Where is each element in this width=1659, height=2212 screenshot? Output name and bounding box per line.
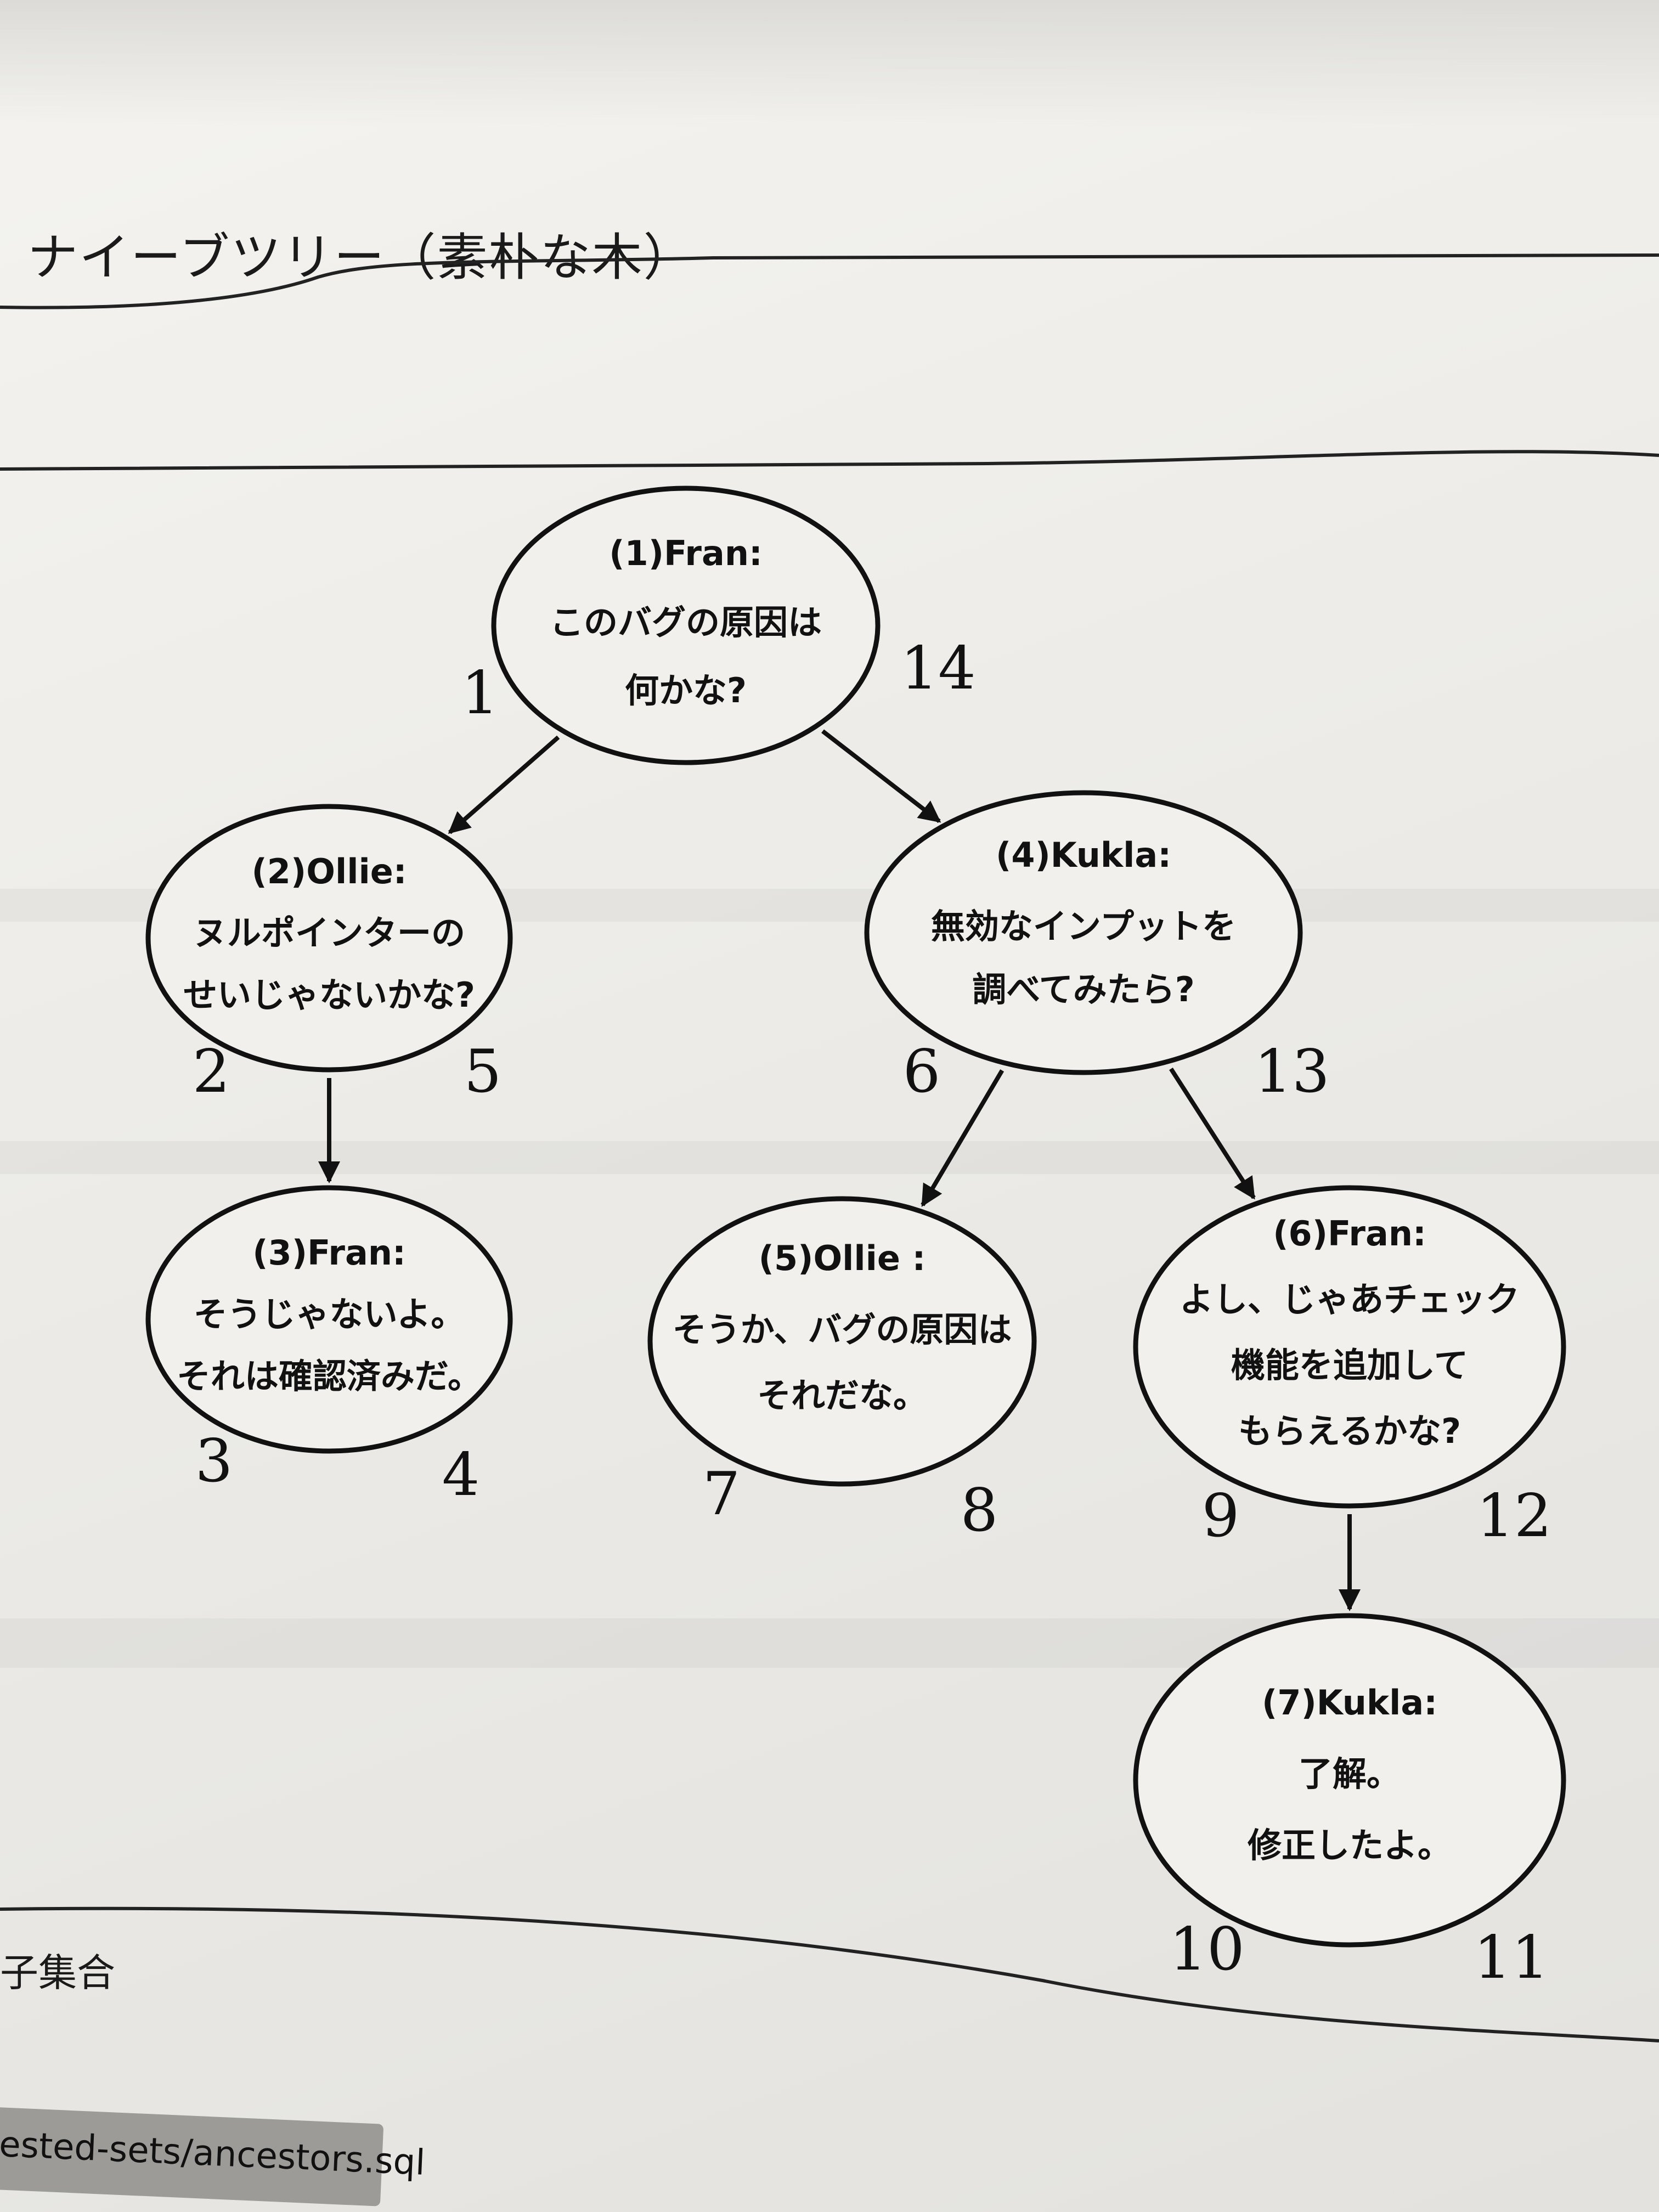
node-speaker: (2)Ollie: bbox=[251, 851, 407, 891]
right-value-label: 5 bbox=[464, 1037, 502, 1106]
edge-arrow-1-2 bbox=[448, 735, 560, 834]
node-message-line: よし、じゃあチェック bbox=[1180, 1279, 1520, 1319]
right-value-label: 12 bbox=[1476, 1482, 1551, 1550]
node-speaker: (5)Ollie : bbox=[759, 1238, 926, 1278]
right-value-label: 14 bbox=[900, 634, 975, 703]
node-speaker: (1)Fran: bbox=[609, 533, 763, 573]
node-message-line: せいじゃないかな? bbox=[183, 975, 475, 1015]
edge-arrow-4-6 bbox=[1169, 1068, 1256, 1200]
node-message-line: そうか、バグの原因は bbox=[673, 1310, 1012, 1350]
node-message-line: 調べてみたら? bbox=[972, 969, 1195, 1009]
node-speaker: (4)Kukla: bbox=[996, 835, 1171, 875]
node-message-line: このバグの原因は bbox=[550, 602, 822, 642]
figure-caption-fragment: 子集合 bbox=[0, 1950, 115, 1995]
node-ellipse bbox=[647, 1196, 1037, 1487]
node-ellipse bbox=[145, 804, 513, 1073]
node-ellipse bbox=[864, 790, 1303, 1075]
bleed-through-text bbox=[0, 1141, 1659, 1174]
node-ellipse bbox=[1133, 1185, 1566, 1509]
right-value-label: 11 bbox=[1474, 1923, 1549, 1992]
node-message-line: 無効なインプットを bbox=[931, 906, 1236, 946]
node-message-line: ヌルポインターの bbox=[193, 913, 465, 953]
node-message-line: 何かな? bbox=[625, 670, 747, 710]
node-ellipse bbox=[491, 486, 881, 765]
node-message-line: それだな。 bbox=[757, 1375, 927, 1415]
section-title: ナイーブツリー（素朴な木） bbox=[27, 228, 695, 287]
node-message-line: それは確認済みだ。 bbox=[177, 1356, 482, 1396]
node-message-line: 修正したよ。 bbox=[1248, 1825, 1452, 1865]
node-message-line: 了解。 bbox=[1299, 1754, 1401, 1794]
right-value-label: 13 bbox=[1254, 1037, 1329, 1106]
node-message-line: 機能を追加して bbox=[1231, 1345, 1468, 1385]
heading-rule bbox=[0, 253, 1659, 309]
edges-layer bbox=[318, 729, 1361, 1611]
left-value-label: 7 bbox=[703, 1460, 741, 1528]
edge-arrow-1-4 bbox=[821, 729, 941, 823]
left-value-label: 2 bbox=[193, 1037, 230, 1106]
tree-node-7: (7)Kukla: 了解。修正したよ。 10 11 bbox=[1133, 1613, 1566, 1992]
left-value-label: 9 bbox=[1202, 1482, 1240, 1550]
node-ellipse bbox=[145, 1185, 513, 1454]
left-value-label: 6 bbox=[903, 1037, 941, 1106]
right-value-label: 4 bbox=[442, 1441, 480, 1509]
node-speaker: (7)Kukla: bbox=[1262, 1683, 1437, 1723]
diagram-bottom-rule bbox=[0, 1906, 1659, 2042]
node-message-line: もらえるかな? bbox=[1238, 1411, 1461, 1451]
tree-node-3: (3)Fran: そうじゃないよ。それは確認済みだ。 3 4 bbox=[145, 1185, 513, 1509]
left-value-label: 3 bbox=[195, 1427, 233, 1496]
node-ellipse bbox=[1133, 1613, 1566, 1948]
edge-arrow-4-5 bbox=[921, 1069, 1005, 1207]
node-message-line: そうじゃないよ。 bbox=[194, 1294, 465, 1334]
right-value-label: 8 bbox=[961, 1476, 998, 1545]
diagram-top-rule bbox=[0, 450, 1659, 471]
page-shadow bbox=[0, 0, 1659, 126]
node-speaker: (6)Fran: bbox=[1273, 1214, 1426, 1254]
node-speaker: (3)Fran: bbox=[252, 1233, 406, 1273]
left-value-label: 1 bbox=[461, 659, 499, 727]
left-value-label: 10 bbox=[1169, 1915, 1244, 1984]
